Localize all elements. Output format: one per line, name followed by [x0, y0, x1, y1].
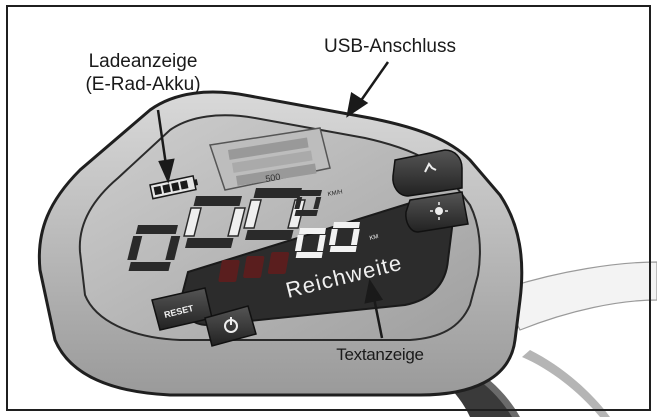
light-button-shape	[405, 191, 469, 233]
power-button-shape	[204, 305, 257, 347]
battery-charge-indicator	[149, 174, 199, 200]
text-display-label: Textanzeige	[336, 345, 424, 364]
small-display-value: 500	[265, 172, 282, 184]
charge-indicator-label: Ladeanzeige (E-Rad-Akku)	[58, 50, 228, 96]
speed-digits	[127, 188, 322, 271]
charge-indicator-line1: Ladeanzeige	[88, 51, 198, 72]
arrow-usb	[346, 61, 390, 118]
usb-port-label: USB-Anschluss	[324, 36, 456, 57]
figure-frame	[6, 5, 651, 411]
speed-unit-label: KM/H	[327, 189, 343, 198]
walk-assist-button-shape	[392, 149, 463, 197]
arrow-textanzeige	[364, 278, 384, 339]
range-unit-label: KM	[369, 234, 379, 242]
charge-indicator-line2: (E-Rad-Akku)	[85, 74, 201, 95]
range-digits	[218, 222, 360, 282]
arrow-ladeanzeige	[156, 109, 175, 184]
